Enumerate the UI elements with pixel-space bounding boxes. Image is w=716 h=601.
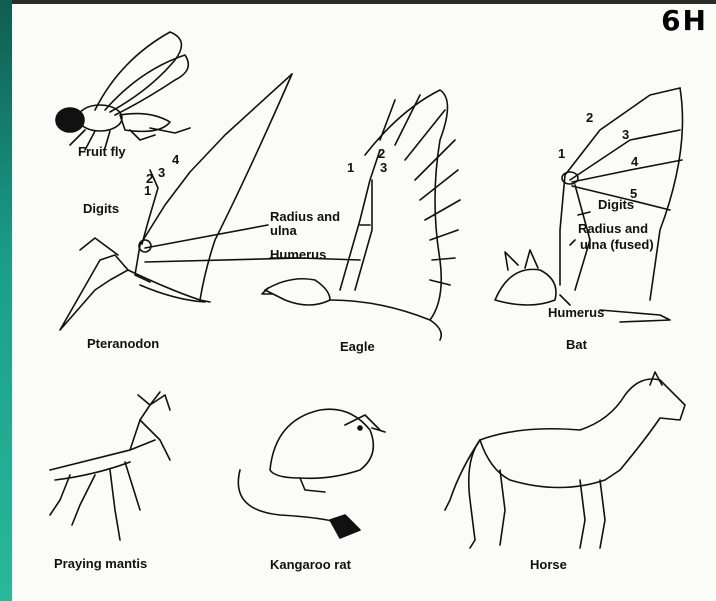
- humerus-label-mid: Humerus: [270, 248, 326, 262]
- praying-mantis-drawing: [50, 392, 170, 540]
- radius-ulna-label-line1: Radius and: [270, 210, 340, 224]
- fruit-fly-drawing: [56, 32, 190, 150]
- bat-digit-2: 2: [586, 110, 593, 125]
- kangaroo-rat-drawing: [238, 409, 385, 538]
- digits-label-left: Digits: [83, 202, 119, 216]
- label-leader-lines: [145, 212, 590, 305]
- eagle-digit-2: 2: [378, 146, 385, 161]
- radius-ulna-label-line2: ulna: [270, 224, 297, 238]
- bat-digit-3: 3: [622, 127, 629, 142]
- ptero-digit-3: 3: [158, 165, 165, 180]
- eagle-digit-3: 3: [380, 160, 387, 175]
- kangaroo-rat-label: Kangaroo rat: [270, 558, 351, 572]
- bat-digit-5: 5: [630, 186, 637, 201]
- pteranodon-label: Pteranodon: [87, 337, 159, 351]
- eagle-digit-1: 1: [347, 160, 354, 175]
- fruit-fly-label: Fruit fly: [78, 145, 126, 159]
- praying-mantis-label: Praying mantis: [54, 557, 147, 571]
- bat-label: Bat: [566, 338, 587, 352]
- bat-radius-label-line2: ulna (fused): [580, 238, 654, 252]
- ptero-digit-4: 4: [172, 152, 179, 167]
- bat-digit-4: 4: [631, 154, 638, 169]
- digits-label-bat: Digits: [598, 198, 634, 212]
- eagle-label: Eagle: [340, 340, 375, 354]
- bat-radius-label-line1: Radius and: [578, 222, 648, 236]
- bat-digit-1: 1: [558, 146, 565, 161]
- horse-label: Horse: [530, 558, 567, 572]
- ptero-digit-2: 2: [146, 171, 153, 186]
- horse-drawing: [445, 372, 685, 548]
- humerus-label-bat: Humerus: [548, 306, 604, 320]
